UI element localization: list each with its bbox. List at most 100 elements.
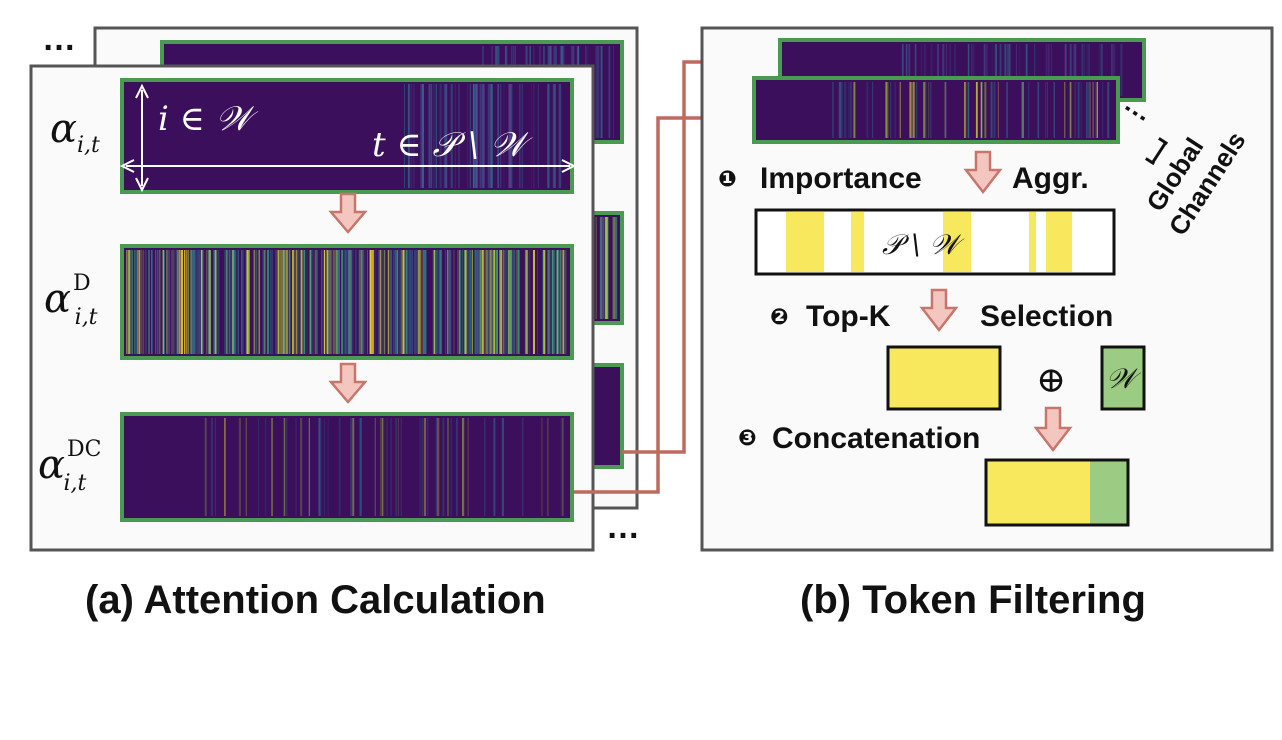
heatmap-stripe (355, 250, 357, 354)
heatmap-stripe (467, 418, 469, 516)
heatmap-stripe (285, 418, 288, 516)
heatmap-stripe (126, 250, 128, 354)
t-axis-arrow-head-right (561, 159, 577, 173)
heatmap-stripe (906, 44, 908, 96)
heatmap-stripe (454, 84, 456, 188)
heatmap-stripe (439, 84, 442, 188)
heatmap-stripe (612, 217, 614, 319)
alpha-label: αi,t (50, 106, 100, 158)
heatmap-stripe (269, 250, 271, 354)
heatmap-stripe (235, 250, 237, 354)
heatmap-stripe (404, 250, 406, 354)
concat-result-frame (984, 458, 1130, 527)
heatmap-stripe (338, 418, 341, 516)
heatmap-stripe (559, 250, 561, 354)
heatmap-stripe (412, 250, 413, 354)
heatmap-stripe (409, 250, 412, 354)
step2-right-label: Selection (980, 300, 1113, 333)
heatmap-stripe (374, 418, 376, 516)
heatmap-stripe (507, 250, 509, 354)
heatmap-stripe (541, 418, 543, 516)
heatmap-stripe (1038, 82, 1040, 138)
heatmap-stripe (383, 250, 385, 354)
heatmap-stripe (128, 250, 130, 354)
heatmap-stripe (1027, 82, 1030, 138)
heatmap-stripe (463, 250, 466, 354)
heatmap-stripe (369, 250, 371, 354)
heatmap-stripe (134, 250, 136, 354)
heatmap-stripe (556, 250, 558, 354)
heatmap-stripe (133, 250, 135, 354)
heatmap-stripe (397, 418, 399, 516)
heatmap-stripe (1100, 44, 1103, 96)
heatmap-stripe (991, 44, 993, 96)
heatmap-stripe (442, 418, 445, 516)
heatmap-stripe (458, 84, 460, 188)
heatmap-stripe (301, 250, 303, 354)
heatmap-stripe (145, 250, 147, 354)
heatmap-stripe (487, 250, 490, 354)
heatmap-stripe (389, 250, 392, 354)
heatmap-alpha-stripes (404, 84, 562, 188)
heatmap-stripe (228, 250, 230, 354)
heatmap-stripe (905, 44, 907, 96)
heatmap-stripe (199, 250, 201, 354)
heatmap-stripe (556, 250, 559, 354)
heatmap-stripe (462, 250, 463, 354)
heatmap-stripe (227, 250, 230, 354)
heatmap-stripe (458, 250, 461, 354)
heatmap-stripe (1006, 82, 1008, 138)
importance-segment-5 (1046, 212, 1072, 272)
step3-label: Concatenation (772, 422, 980, 455)
heatmap-stripe (412, 84, 415, 188)
heatmap-stripe (475, 84, 478, 188)
heatmap-stripe (280, 250, 282, 354)
heatmap-stripe (439, 250, 441, 354)
heatmap-stripe (832, 82, 834, 138)
heatmap-stripe (210, 418, 213, 516)
heatmap-stripe (444, 250, 446, 354)
heatmap-stripe (414, 250, 417, 354)
heatmap-stripe (377, 250, 380, 354)
heatmap-stripe (945, 82, 947, 138)
heatmap-stripe (321, 250, 323, 354)
heatmap-stripe (399, 250, 401, 354)
heatmap-stripe (292, 250, 295, 354)
heatmap-stripe (991, 82, 993, 138)
heatmap-stripe (398, 250, 400, 354)
heatmap-stripe (531, 84, 532, 188)
heatmap-stripe (404, 250, 406, 354)
heatmap-stripe (295, 418, 298, 516)
heatmap-stripe (1112, 44, 1114, 96)
heatmap-stripe (155, 250, 157, 354)
heatmap-stripe (474, 250, 475, 354)
heatmap-stripe (411, 250, 413, 354)
heatmap-stripe (1008, 44, 1010, 96)
heatmap-alpha-d-stripes (126, 250, 567, 354)
heatmap-stripe (344, 250, 347, 354)
heatmap-stripe (390, 418, 392, 516)
heatmap-stripe (925, 82, 927, 138)
heatmap-stripe (1034, 44, 1036, 96)
heatmap-stripe (491, 250, 493, 354)
heatmap-stripe (386, 418, 388, 516)
heatmap-stripe (885, 82, 888, 138)
heatmap-stripe (404, 84, 405, 188)
heatmap-stripe (1008, 44, 1011, 96)
heatmap-stripe (129, 250, 131, 354)
heatmap-stripe (224, 250, 226, 354)
heatmap-stripe (406, 250, 407, 354)
importance-segment-2 (851, 212, 864, 272)
heatmap-stripe (557, 250, 559, 354)
heatmap-stripe (968, 44, 970, 96)
heatmap-stripe (1008, 44, 1011, 96)
heatmap-stripe (478, 250, 481, 354)
heatmap-stripe (279, 250, 280, 354)
heatmap-stripe (403, 250, 404, 354)
heatmap-stripe (283, 418, 286, 516)
heatmap-stripe (469, 84, 472, 188)
heatmap-stripe (419, 250, 420, 354)
heatmap-stripe (272, 250, 273, 354)
heatmap-stripe (187, 250, 189, 354)
heatmap-alpha-dc-stripes (204, 418, 564, 516)
